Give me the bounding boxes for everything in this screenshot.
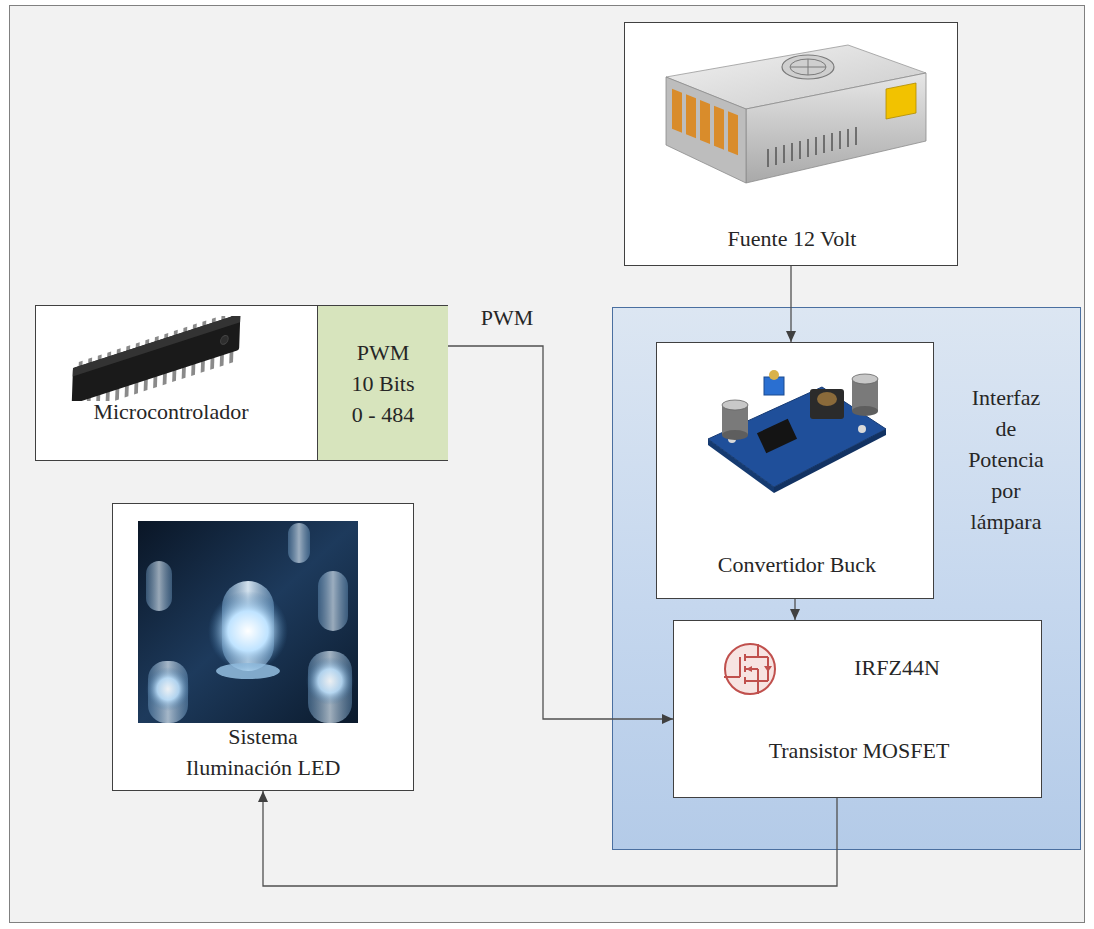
connector-arrow	[790, 599, 800, 620]
drawing-part	[852, 406, 878, 416]
drawing-part	[852, 374, 878, 416]
drawing-part	[73, 316, 241, 377]
drawing-part	[208, 591, 288, 671]
node-label: Interfaz de Potencia por lámpara	[968, 382, 1044, 537]
drawing-part	[831, 133, 833, 151]
node-label: Sistema Iluminación LED	[175, 721, 351, 783]
drawing-part	[791, 143, 793, 161]
mosfet-box: IRFZ44N Transistor MOSFET	[673, 620, 1042, 798]
led-photo	[138, 521, 358, 723]
drawing-part	[686, 94, 696, 138]
power-supply-picture	[658, 37, 934, 189]
drawing-part	[666, 77, 746, 183]
buck-board-picture	[702, 359, 892, 495]
buck-converter-box: Convertidor Buck	[656, 342, 934, 599]
drawing-part	[306, 657, 354, 705]
drawing-part	[852, 374, 878, 384]
chip-picture	[61, 316, 251, 401]
drawing-part	[318, 571, 348, 631]
drawing-part	[799, 141, 801, 159]
drawing-part	[757, 644, 759, 657]
drawing-part	[855, 127, 857, 145]
node-label: Transistor MOSFET	[769, 735, 950, 766]
arrowhead	[790, 609, 800, 620]
connector-arrow	[786, 266, 796, 342]
drawing-part	[146, 667, 190, 711]
drawing-part	[808, 59, 809, 75]
node-label: Convertidor Buck	[718, 549, 876, 580]
drawing-part	[724, 676, 740, 678]
drawing-part	[790, 59, 826, 75]
drawing-part	[783, 145, 785, 163]
part-number: IRFZ44N	[854, 652, 940, 683]
drawing-part	[724, 644, 768, 694]
drawing-part	[72, 316, 241, 401]
drawing-part	[745, 680, 758, 682]
drawing-part	[847, 129, 849, 147]
drawing-part	[288, 523, 310, 563]
drawing-part	[220, 334, 228, 345]
signal-name: PWM	[478, 304, 537, 332]
drawing-part	[757, 419, 797, 453]
drawing-part	[746, 73, 926, 183]
arrowhead	[258, 791, 268, 802]
drawing-part	[823, 135, 825, 153]
drawing-part	[725, 644, 775, 694]
drawing-part	[782, 55, 834, 79]
drawing-part	[146, 561, 172, 611]
drawing-part	[672, 89, 738, 156]
drawing-part	[886, 83, 916, 119]
arrowhead	[786, 331, 796, 342]
led-lighting-box: Sistema Iluminación LED	[112, 503, 414, 791]
drawing-part	[138, 521, 358, 723]
drawing-part	[815, 137, 817, 155]
drawing-part	[71, 316, 240, 401]
drawing-part	[700, 100, 710, 144]
drawing-part	[769, 370, 779, 380]
drawing-part	[714, 106, 724, 150]
drawing-part	[810, 389, 844, 419]
drawing-part	[807, 139, 809, 157]
connector-line	[790, 266, 791, 342]
power-interface-panel: Interfaz de Potencia por lámpara Convert…	[612, 307, 1081, 850]
drawing-part	[758, 680, 768, 682]
drawing-part	[758, 656, 768, 658]
drawing-part	[817, 392, 837, 406]
drawing-part	[775, 147, 777, 165]
drawing-part	[739, 657, 741, 677]
drawing-part	[722, 400, 748, 440]
drawing-part	[722, 400, 748, 410]
arrowhead	[662, 714, 673, 724]
drawing-part	[768, 127, 856, 167]
drawing-part	[722, 430, 748, 440]
drawing-part	[728, 111, 738, 155]
drawing-part	[764, 666, 772, 672]
pwm-panel: PWM 10 Bits 0 - 484	[317, 306, 448, 460]
connector-arrow	[448, 346, 673, 724]
node-label: Microcontrolador	[93, 396, 248, 427]
drawing-part	[746, 666, 752, 672]
node-label: Fuente 12 Volt	[728, 223, 857, 254]
drawing-part	[745, 656, 758, 658]
node-label: PWM 10 Bits 0 - 484	[345, 337, 421, 430]
drawing-part	[839, 131, 841, 149]
mosfet-symbol	[720, 639, 780, 699]
power-supply-box: Fuente 12 Volt	[624, 22, 958, 266]
drawing-part	[767, 149, 769, 167]
drawing-part	[672, 89, 682, 133]
microcontroller-box: Microcontrolador PWM 10 Bits 0 - 484	[35, 305, 448, 461]
connector-line	[263, 791, 837, 886]
connector-arrow	[258, 791, 837, 886]
connector-line	[448, 346, 673, 719]
drawing-part	[858, 425, 866, 433]
